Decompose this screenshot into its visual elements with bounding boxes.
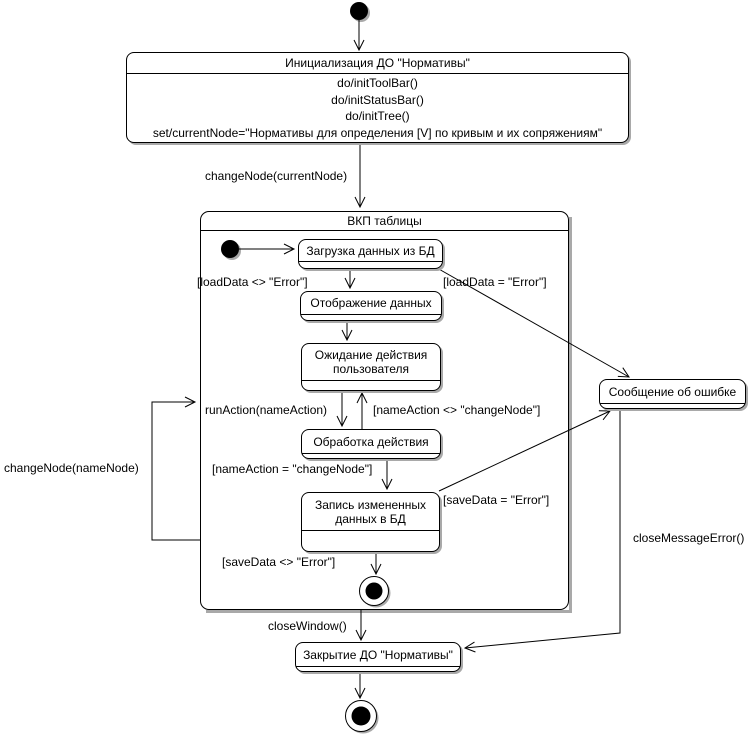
state-wait-user-action-title: Ожидание действия пользователя <box>302 344 440 381</box>
state-wait-user-action-compartment <box>302 381 440 390</box>
action-set-current-node: set/currentNode="Нормативы для определен… <box>152 125 603 140</box>
transition-label-name-action-not-change: [nameAction <> "changeNode"] <box>373 403 541 417</box>
transition-label-name-action-change: [nameAction = "changeNode"] <box>212 462 373 476</box>
transition-label-load-error: [loadData = "Error"] <box>443 275 547 289</box>
state-load-data-compartment <box>299 262 442 268</box>
state-wait-user-action[interactable]: Ожидание действия пользователя <box>301 343 441 391</box>
state-close-do-normativy-title: Закрытие ДО "Нормативы" <box>296 643 460 667</box>
action-init-toolbar: do/initToolBar() <box>337 76 418 91</box>
final-state-marker-vkp[interactable] <box>359 576 391 608</box>
state-save-data-compartment <box>302 531 439 551</box>
transition-label-close-message-error: closeMessageError() <box>633 531 745 545</box>
composite-state-shadow <box>206 217 572 613</box>
transition-label-close-window: closeWindow() <box>268 619 347 633</box>
state-display-data-compartment <box>301 315 441 320</box>
state-load-data[interactable]: Загрузка данных из БД <box>298 239 443 269</box>
state-display-data[interactable]: Отображение данных <box>300 291 442 321</box>
state-error-message-compartment <box>600 404 745 408</box>
state-process-action[interactable]: Обработка действия <box>301 429 441 459</box>
transition-load-to-error <box>436 267 630 378</box>
transition-label-run-action: runAction(nameAction) <box>205 403 328 417</box>
state-display-data-title: Отображение данных <box>301 292 441 315</box>
state-close-do-normativy-compartment <box>296 667 460 671</box>
initial-state-marker-vkp[interactable] <box>221 240 241 260</box>
state-load-data-title: Загрузка данных из БД <box>299 240 442 262</box>
action-init-statusbar: do/initStatusBar() <box>331 92 424 107</box>
transition-label-change-node-name: changeNode(nameNode) <box>4 461 139 475</box>
state-init-do-normativy-actions: do/initToolBar() do/initStatusBar() do/i… <box>127 74 628 142</box>
transition-label-save-ok: [saveData <> "Error"] <box>222 555 336 569</box>
transition-label-save-error: [saveData = "Error"] <box>443 493 550 507</box>
state-vkp-tables[interactable]: ВКП таблицы <box>200 211 569 610</box>
initial-state-marker-top[interactable] <box>350 2 370 22</box>
state-process-action-compartment <box>302 454 440 458</box>
final-state-marker-bottom[interactable] <box>345 700 379 734</box>
state-error-message-title: Сообщение об ошибке <box>600 380 745 404</box>
transition-error-to-close <box>463 408 621 653</box>
state-init-do-normativy[interactable]: Инициализация ДО "Нормативы" do/initTool… <box>126 52 629 143</box>
transition-label-change-node-current: changeNode(currentNode) <box>205 169 348 183</box>
action-init-tree: do/initTree() <box>345 109 410 124</box>
state-save-data-title: Запись измененных данных в БД <box>302 493 439 531</box>
state-vkp-tables-title: ВКП таблицы <box>201 212 568 231</box>
transition-label-load-ok: [loadData <> "Error"] <box>197 275 308 289</box>
state-process-action-title: Обработка действия <box>302 430 440 454</box>
state-error-message[interactable]: Сообщение об ошибке <box>599 379 746 409</box>
transition-vkp-self-loop <box>151 396 200 541</box>
state-save-data[interactable]: Запись измененных данных в БД <box>301 492 440 552</box>
state-init-do-normativy-title: Инициализация ДО "Нормативы" <box>127 53 628 74</box>
state-close-do-normativy[interactable]: Закрытие ДО "Нормативы" <box>295 642 461 672</box>
transition-save-to-error <box>438 410 612 492</box>
